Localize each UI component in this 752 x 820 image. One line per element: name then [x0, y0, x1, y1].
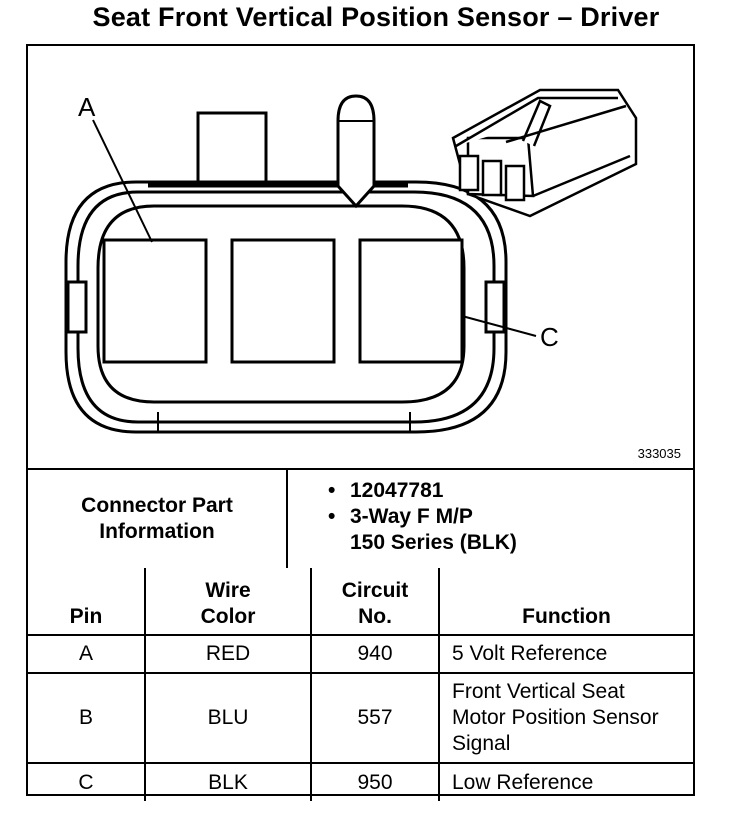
- function-cell: Low Reference: [438, 762, 693, 801]
- pin-cavity-b: [230, 238, 336, 364]
- pin-cavity-c: [358, 238, 464, 364]
- leader-line-a: [92, 119, 153, 243]
- connector-part-info: Connector Part Information •12047781 •3-…: [28, 468, 693, 568]
- pin-cavity-a: [102, 238, 208, 364]
- table-row: C BLK 950 Low Reference: [28, 762, 693, 801]
- leader-line-c: [461, 315, 537, 337]
- page-title: Seat Front Vertical Position Sensor – Dr…: [92, 2, 660, 32]
- header-pin: Pin: [28, 568, 146, 636]
- pin-cell: B: [28, 672, 146, 764]
- circuit-cell: 557: [310, 672, 440, 764]
- header-function: Function: [438, 568, 693, 636]
- circuit-cell: 940: [310, 634, 440, 674]
- circuit-cell: 950: [310, 762, 440, 801]
- wire-color-cell: BLU: [144, 672, 312, 764]
- function-cell: 5 Volt Reference: [438, 634, 693, 674]
- label-c: C: [540, 322, 559, 352]
- connector-body-ring: [76, 190, 496, 424]
- connector-type: •3-Way F M/P: [328, 505, 473, 528]
- connector-diagram: A C: [64, 88, 638, 434]
- connector-isometric-icon: [451, 88, 638, 218]
- wire-color-cell: RED: [144, 634, 312, 674]
- connector-part-label: Connector Part Information: [28, 470, 288, 568]
- part-number: •12047781: [328, 479, 444, 502]
- connector-series: 150 Series (BLK): [350, 531, 517, 554]
- wire-color-cell: BLK: [144, 762, 312, 801]
- figure-id: 333035: [637, 446, 681, 461]
- pin-cell: A: [28, 634, 146, 674]
- pin-cell: C: [28, 762, 146, 801]
- label-a: A: [78, 92, 96, 122]
- part-info-list: •12047781 •3-Way F M/P 150 Series (BLK): [328, 478, 517, 556]
- connector-tab: [196, 111, 268, 189]
- table-row: A RED 940 5 Volt Reference: [28, 634, 693, 674]
- diagram-frame: A C 333035 Connector Part Information •1…: [26, 44, 695, 801]
- connector-latch: [336, 94, 376, 209]
